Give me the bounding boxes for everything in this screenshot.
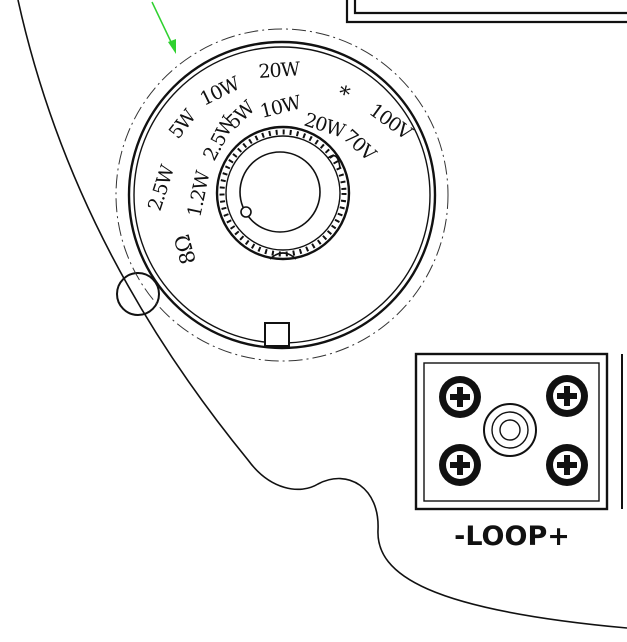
dial-label-inner-70v: 70V — [339, 125, 381, 166]
tap-selector-dial: 2.5W 5W 10W 20W * 100V 8Ω 1.2W 2.5W 5W 1… — [115, 28, 449, 362]
dial-side-tab — [327, 154, 341, 169]
dial-shaft-ridge — [219, 129, 347, 257]
dial-dashed-guide — [115, 28, 449, 362]
loop-label: -LOOP+ — [454, 521, 570, 552]
dial-label-inner-10w: 10W — [258, 91, 304, 123]
dial-label-outer-100v: 100V — [365, 99, 416, 145]
loop-terminal-block: -LOOP+ — [414, 352, 623, 552]
dial-label-inner-8ohm: 8Ω — [170, 232, 201, 267]
dial-shaft-inner — [225, 135, 341, 251]
dial-label-outer-star: * — [336, 82, 353, 109]
terminal-block-inner — [423, 362, 600, 502]
dial-label-outer-5w: 5W — [165, 105, 201, 143]
terminal-screw-icon — [546, 375, 588, 417]
dial-center — [239, 151, 321, 233]
housing-outline — [17, 0, 627, 629]
dial-shaft-outer — [215, 125, 351, 261]
terminal-block-outer — [414, 352, 609, 511]
pointer-arrow — [151, 1, 176, 54]
dial-index-dot — [240, 206, 252, 218]
dial-bottom-tab — [269, 252, 297, 260]
terminal-screw-icon — [439, 376, 481, 418]
top-frame — [345, 0, 627, 24]
dial-outer-ring — [127, 40, 437, 350]
dial-label-inner-1.2w: 1.2W — [183, 168, 214, 219]
dial-label-outer-20w: 20W — [258, 58, 302, 83]
terminal-screw-icon — [546, 444, 588, 486]
dial-key-notch — [264, 322, 290, 347]
dial-label-outer-2.5w: 2.5W — [144, 162, 180, 214]
terminal-screw-icon — [439, 444, 481, 486]
mounting-hole — [116, 272, 160, 316]
